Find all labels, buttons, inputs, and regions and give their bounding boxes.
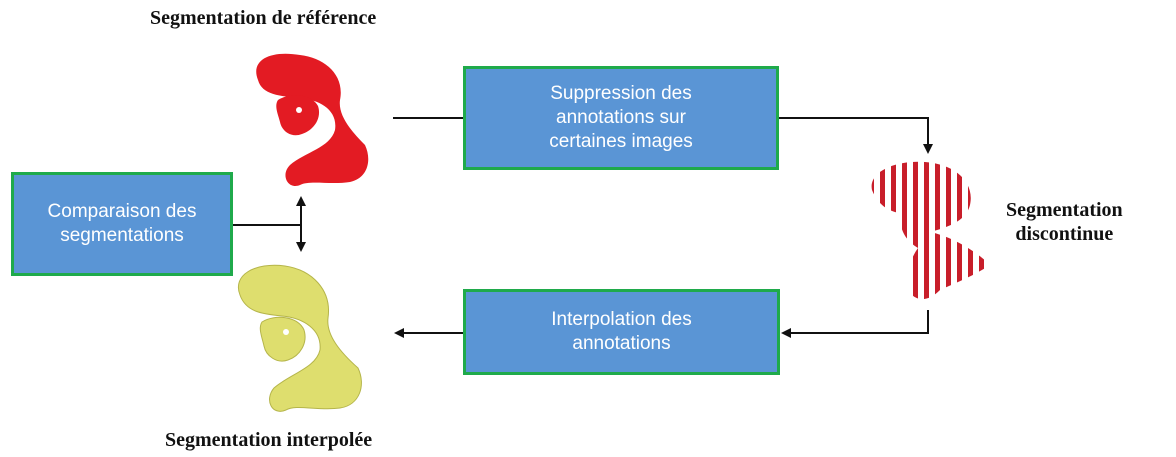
suppression-box: Suppression des annotations sur certaine…	[463, 66, 779, 170]
interpolated-caption: Segmentation interpolée	[165, 429, 373, 451]
reference-caption: Segmentation de référence	[150, 7, 377, 29]
discontinuous-caption: Segmentation discontinue	[1006, 199, 1123, 245]
arrow-reference-to-discontinuous	[393, 117, 933, 154]
comparison-box-label: Comparaison des segmentations	[47, 201, 197, 246]
comparison-box: Comparaison des segmentations	[11, 172, 233, 276]
interpolation-box: Interpolation des annotations	[463, 289, 780, 375]
reference-segmentation-shape	[256, 53, 369, 186]
discontinuous-segmentation-shape	[871, 161, 990, 300]
interpolated-segmentation-shape	[237, 264, 362, 412]
arrow-discontinuous-to-interpolated	[394, 310, 929, 338]
interpolation-box-label: Interpolation des annotations	[551, 309, 692, 354]
comparison-connector	[232, 196, 306, 252]
suppression-box-label: Suppression des annotations sur certaine…	[549, 83, 693, 152]
